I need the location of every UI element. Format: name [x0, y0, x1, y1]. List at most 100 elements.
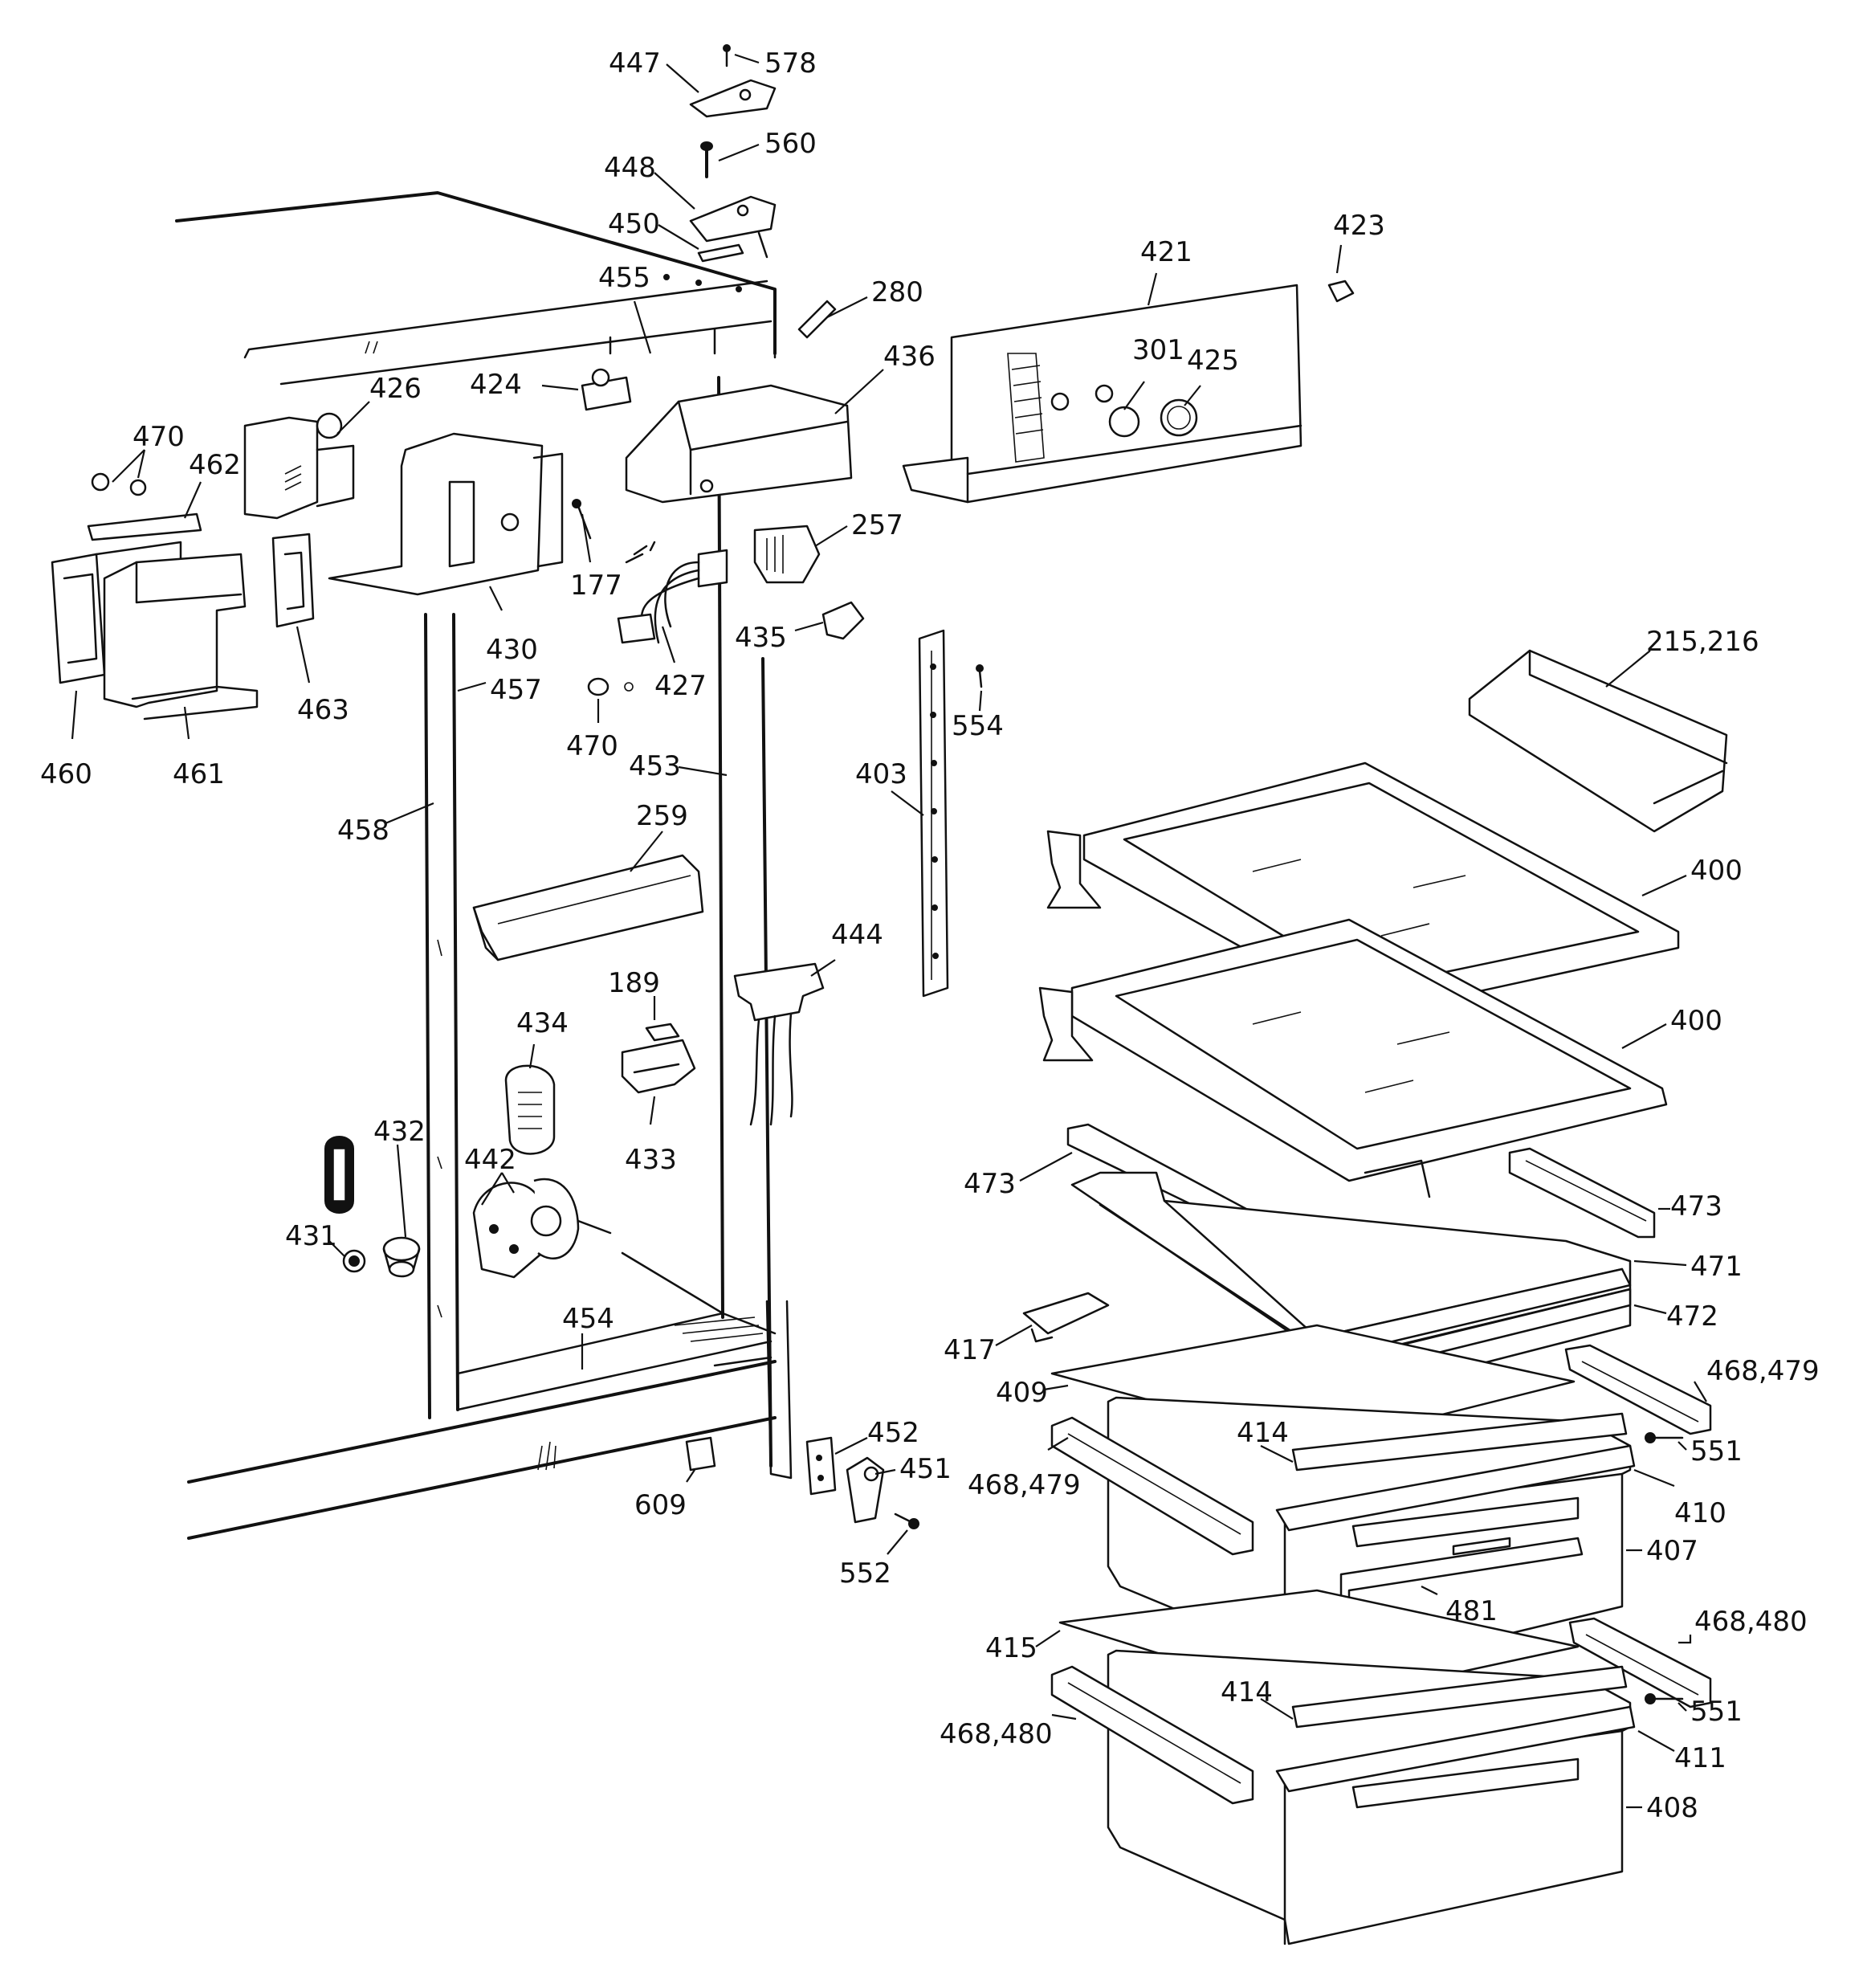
bolt-560	[700, 141, 713, 178]
switch-433	[621, 1039, 696, 1094]
label-408: 408	[1646, 1792, 1698, 1824]
label-452: 452	[867, 1417, 919, 1449]
screw-578	[723, 44, 731, 67]
label-301: 301	[1132, 334, 1184, 366]
hinge-448	[689, 195, 777, 259]
label-448: 448	[604, 152, 656, 184]
label-411: 411	[1674, 1742, 1726, 1774]
bracket-430	[328, 432, 564, 596]
label-472: 472	[1666, 1300, 1718, 1333]
label-400b: 400	[1670, 1005, 1722, 1037]
thermostat-426	[243, 412, 355, 520]
fasteners-470	[91, 472, 147, 496]
slide-468-480-right	[1568, 1617, 1712, 1708]
label-414b: 414	[1221, 1676, 1273, 1708]
slide-468-479-left	[1050, 1416, 1254, 1556]
part-labels: 447 578 560 448 450 455 280 421 423 424 …	[40, 47, 1820, 1824]
wire-harness-427	[617, 541, 728, 644]
shelf-ladder-403	[918, 629, 949, 998]
label-189: 189	[608, 967, 660, 999]
label-455: 455	[598, 262, 650, 294]
housing-461	[103, 553, 259, 720]
bracket-462	[87, 512, 202, 541]
knob-425	[1160, 398, 1198, 437]
label-468-480-right: 468,480	[1694, 1606, 1808, 1638]
label-433: 433	[625, 1144, 677, 1176]
label-457: 457	[490, 674, 542, 706]
label-215-216: 215,216	[1646, 626, 1759, 658]
label-470a: 470	[132, 421, 185, 453]
hinge-cover-447	[689, 79, 777, 118]
label-473a: 473	[964, 1168, 1016, 1200]
label-417: 417	[944, 1334, 996, 1366]
pan-408	[1107, 1649, 1636, 1945]
switch-189	[645, 1023, 680, 1042]
shim-450	[697, 243, 744, 263]
label-578: 578	[764, 47, 817, 80]
label-609: 609	[634, 1489, 687, 1521]
cover-259	[472, 854, 704, 961]
label-409: 409	[996, 1377, 1048, 1409]
grille-434	[504, 1064, 556, 1155]
label-554: 554	[952, 710, 1004, 742]
label-400a: 400	[1690, 855, 1743, 887]
label-442: 442	[464, 1144, 516, 1176]
slide-468-480-left	[1050, 1665, 1254, 1805]
label-431: 431	[285, 1220, 337, 1252]
label-470b: 470	[566, 730, 618, 762]
control-panel-421	[902, 284, 1302, 504]
light-bulb-280	[797, 300, 837, 339]
crisper-frame-471	[1364, 1159, 1431, 1198]
label-447: 447	[609, 47, 661, 80]
label-444: 444	[831, 919, 883, 951]
label-414a: 414	[1237, 1417, 1289, 1449]
leader-lines	[71, 53, 1707, 1809]
label-426: 426	[369, 373, 422, 405]
label-280: 280	[871, 276, 923, 308]
glass-shelf-400-upper	[1046, 761, 1680, 1018]
label-425: 425	[1187, 345, 1239, 377]
label-560: 560	[764, 128, 817, 160]
label-552: 552	[839, 1557, 891, 1590]
label-468-480-left: 468,480	[940, 1718, 1053, 1750]
label-468-479-right: 468,479	[1706, 1355, 1820, 1387]
rail-473-right	[1508, 1147, 1656, 1239]
label-415: 415	[985, 1632, 1037, 1664]
screw-554	[976, 664, 984, 688]
hinge-451	[846, 1456, 885, 1524]
slide-468-479-right	[1564, 1344, 1712, 1435]
label-259: 259	[636, 800, 688, 832]
timer-257	[753, 525, 821, 584]
cabinet-outline	[175, 191, 793, 1540]
label-454: 454	[562, 1303, 614, 1335]
label-421: 421	[1140, 236, 1192, 268]
label-432: 432	[373, 1116, 426, 1148]
label-462: 462	[189, 449, 241, 481]
label-177: 177	[570, 569, 622, 602]
label-423: 423	[1333, 210, 1385, 242]
plug-470	[587, 677, 634, 696]
label-471: 471	[1690, 1251, 1743, 1283]
housing-460	[51, 541, 182, 684]
fan-assembly-442	[472, 1178, 612, 1279]
bulb-423	[1327, 280, 1355, 303]
label-450: 450	[608, 208, 660, 240]
label-407: 407	[1646, 1535, 1698, 1567]
screw-552	[894, 1512, 919, 1529]
label-461: 461	[173, 758, 225, 790]
label-458: 458	[337, 814, 389, 847]
clip-435	[821, 601, 865, 640]
label-468-479-left: 468,479	[968, 1469, 1081, 1501]
grommet-431	[324, 1136, 366, 1273]
label-481: 481	[1445, 1595, 1498, 1627]
door-bin-215-216	[1468, 649, 1728, 833]
slide-417	[1022, 1292, 1110, 1343]
light-socket-444	[733, 962, 825, 1126]
plate-452	[805, 1436, 837, 1496]
label-410: 410	[1674, 1497, 1726, 1529]
housing-436	[625, 384, 853, 504]
label-473b: 473	[1670, 1190, 1722, 1223]
glass-shelf-400-lower	[1038, 918, 1668, 1182]
spacer-463	[271, 533, 315, 628]
